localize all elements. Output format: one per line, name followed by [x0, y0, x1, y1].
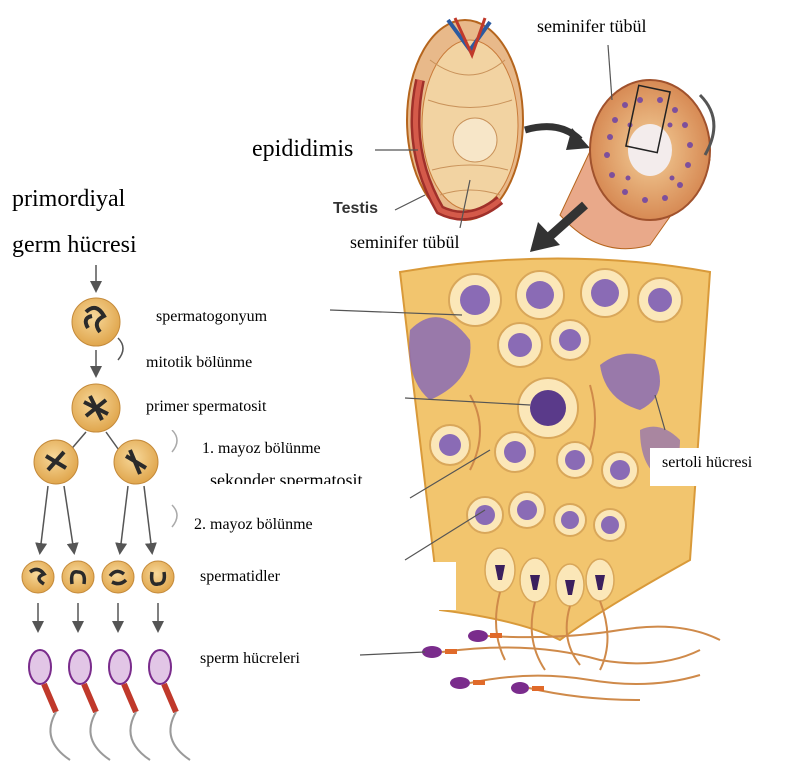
label-seminifer-tubul-top: seminifer tübül — [523, 12, 660, 41]
label-spermatidler: spermatidler — [180, 562, 456, 610]
tubule-cross-section — [560, 80, 714, 249]
label-mitotik-bolunme: mitotik bölünme — [140, 348, 282, 380]
label-sekonder-spermatosit: sekonder spermatosit — [190, 462, 370, 484]
label-sperm-hucreleri: sperm hücreleri — [180, 640, 328, 684]
label-primordiyal: primordiyal — [0, 182, 137, 217]
label-epididimis: epididimis — [232, 130, 373, 169]
label-germ-hucresi: germ hücresi — [0, 228, 149, 263]
label-sertoli-hucresi: sertoli hücresi — [650, 448, 756, 486]
label-seminifer-tubul-bottom: seminifer tübül — [340, 228, 469, 257]
label-primer-spermatosit: primer spermatosit — [140, 392, 326, 430]
testis-illustration — [407, 18, 523, 220]
label-spermatogonyum: spermatogonyum — [140, 296, 287, 340]
label-2-mayoz-bolunme: 2. mayoz bölünme — [178, 508, 353, 542]
label-testis: Testis — [333, 200, 378, 218]
free-sperm-cells — [422, 627, 720, 700]
